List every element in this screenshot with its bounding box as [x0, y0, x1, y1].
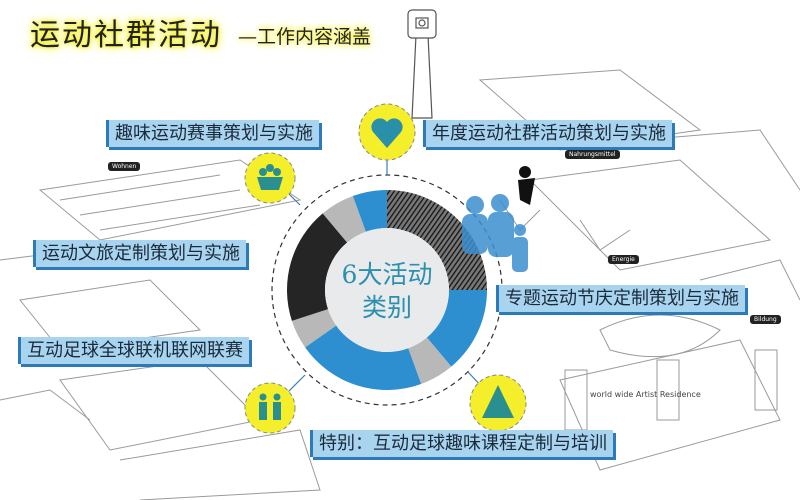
donut-chart — [287, 190, 487, 390]
activity-label-football-course: 特别：互动足球趣味课程定制与培训 — [310, 430, 613, 457]
donut-segment — [408, 337, 452, 384]
donut-center — [325, 228, 449, 352]
donut-segment — [426, 290, 487, 367]
people-icon — [244, 382, 296, 434]
donut-segment — [291, 309, 337, 348]
donut-segment — [305, 325, 422, 390]
basket-icon — [244, 152, 296, 204]
map-tag-energie: Energie — [608, 255, 639, 264]
donut-segment — [387, 190, 487, 290]
heart-icon — [358, 103, 416, 161]
tent-icon — [469, 374, 527, 432]
map-text-residence: world wide Artist Residence — [590, 390, 701, 399]
activity-label-global-league: 互动足球全球联机联网联赛 — [18, 337, 249, 364]
donut-segment — [287, 213, 348, 321]
activity-label-annual-community: 年度运动社群活动策划与实施 — [423, 120, 672, 147]
icon-circles — [244, 103, 527, 434]
donut-segment — [352, 190, 387, 232]
climber-silhouette — [518, 166, 535, 205]
donut-segment — [322, 196, 366, 243]
map-tag-wohnen: Wohnen — [108, 162, 141, 171]
donut-center-label: 6大活动 类别 — [327, 258, 447, 324]
people-silhouettes — [462, 194, 528, 272]
page-subtitle: —工作内容涵盖 — [238, 26, 372, 48]
center-line-2: 类别 — [361, 293, 412, 322]
activity-label-sports-tourism: 运动文旅定制策划与实施 — [33, 240, 246, 267]
activity-label-sports-events: 趣味运动赛事策划与实施 — [106, 120, 319, 147]
map-tag-nahrungsmittel: Nahrungsmittel — [565, 150, 620, 159]
page-title: 运动社群活动 — [30, 18, 222, 53]
center-line-1: 6大活动 — [341, 260, 433, 289]
tower — [407, 9, 437, 119]
activity-label-festival: 专题运动节庆定制策划与实施 — [496, 285, 745, 312]
map-tag-bildung: Bildung — [750, 315, 781, 324]
